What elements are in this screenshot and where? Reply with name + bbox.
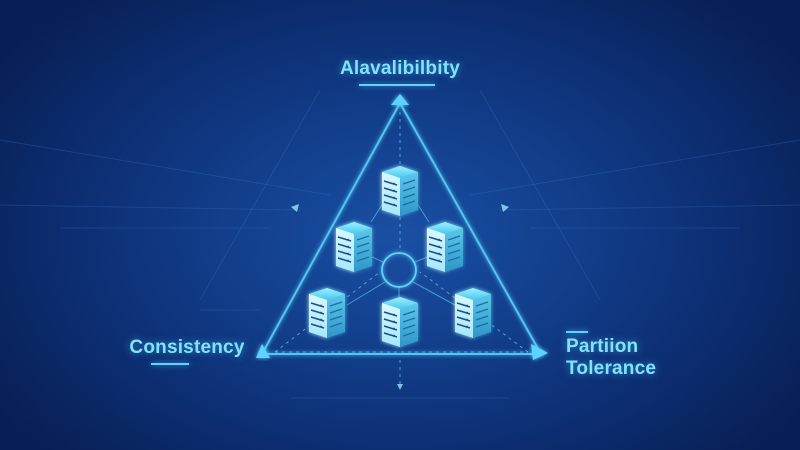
partition-underline [566, 331, 588, 333]
partition-label-line1: Partiion [566, 336, 639, 357]
server-icon-bottom-right [454, 287, 492, 339]
hub-links [346, 204, 456, 306]
partition-label-line2: Tolerance [566, 358, 657, 379]
server-icon-bottom-center [381, 296, 419, 348]
consistency-underline [151, 363, 189, 365]
partition-tolerance-label: Partiion Tolerance [566, 336, 676, 380]
inner-connectors [274, 112, 529, 388]
server-icon-mid-left [335, 221, 373, 273]
availability-vertex-marker [391, 94, 409, 105]
consistency-vertex-marker [256, 344, 270, 358]
cap-triangle [260, 100, 543, 355]
consistency-label: Consistency [129, 337, 245, 358]
central-hub-ring [381, 252, 417, 288]
partition-vertex-marker [531, 344, 548, 360]
outer-arrow-markers [291, 204, 509, 390]
server-icon-mid-right [426, 221, 464, 273]
availability-label: Alavalibilbity [339, 58, 460, 79]
server-icon-top [381, 165, 419, 217]
background-grid-lines [0, 89, 800, 399]
server-icon-bottom-left [308, 287, 346, 339]
availability-underline [359, 84, 435, 86]
